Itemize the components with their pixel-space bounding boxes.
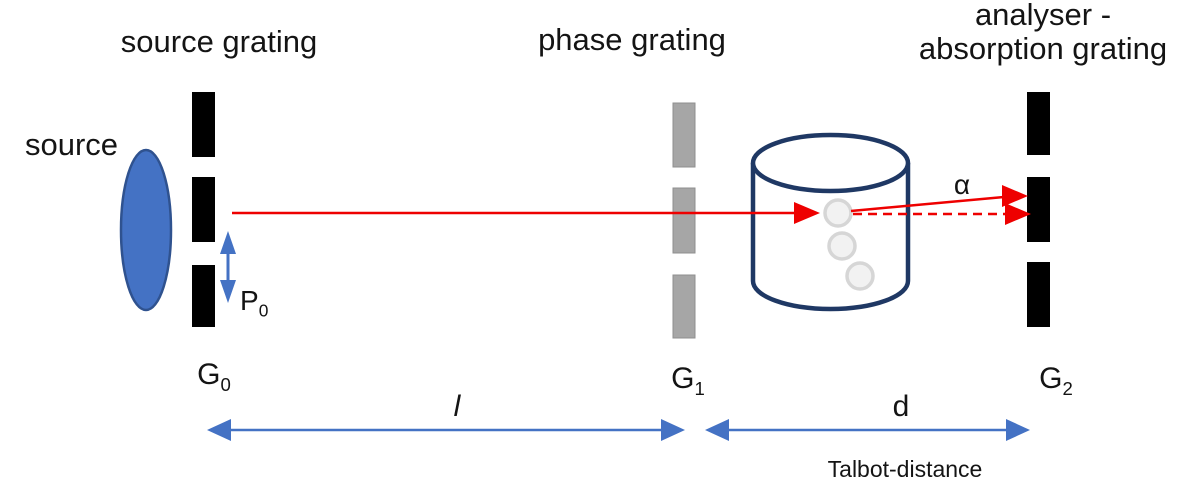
label-alpha: α <box>953 169 971 200</box>
label-p0-sub: 0 <box>258 300 269 321</box>
label-g1: G1 <box>671 362 705 399</box>
label-p0-base: P <box>240 285 259 316</box>
distance-d-arrow <box>705 419 1030 441</box>
grating-bar <box>672 187 696 254</box>
source-ellipse <box>119 148 173 312</box>
grating-bar <box>1027 262 1050 327</box>
xray-beam-arrow <box>232 202 820 224</box>
arrowhead-right <box>1005 203 1031 225</box>
sample-sphere <box>823 198 853 228</box>
grating-bar <box>1027 92 1050 155</box>
grating-bar <box>672 274 696 339</box>
refracted-beam-arrow <box>850 185 1028 213</box>
arrowhead-left <box>705 419 729 441</box>
distance-l-arrow <box>207 419 685 441</box>
grating-bar <box>192 177 215 242</box>
reference-beam-dashed-arrow <box>853 203 1031 225</box>
grating-bar <box>192 265 215 327</box>
grating-g2 <box>1027 92 1050 327</box>
grating-g0 <box>192 92 215 327</box>
title-analyser-line2: absorption grating <box>918 31 1168 66</box>
title-source-grating: source grating <box>120 24 318 59</box>
arrowhead-right <box>794 202 820 224</box>
p0-period-arrow <box>220 231 236 303</box>
label-g2-sub: 2 <box>1062 378 1073 399</box>
arrowhead-up <box>220 231 236 254</box>
label-g2-base: G <box>1039 362 1063 395</box>
label-g0-sub: 0 <box>220 374 231 395</box>
title-phase-grating: phase grating <box>538 22 726 57</box>
label-p0: P0 <box>240 285 268 319</box>
label-g0: G0 <box>197 358 231 395</box>
grating-bar <box>1027 177 1050 242</box>
label-distance-d: d <box>892 390 910 423</box>
sample-sphere <box>845 261 875 291</box>
arrowhead-right <box>661 419 685 441</box>
label-talbot-distance: Talbot-distance <box>827 456 983 480</box>
label-g1-base: G <box>671 362 695 395</box>
label-g0-base: G <box>197 358 221 391</box>
arrowhead-down <box>220 280 236 303</box>
grating-bar <box>672 102 696 168</box>
grating-g1 <box>672 102 696 339</box>
arrowhead-right <box>1006 419 1030 441</box>
title-analyser-line1: analyser - <box>974 0 1112 32</box>
sample-sphere <box>827 231 857 261</box>
arrowhead-left <box>207 419 231 441</box>
label-g2: G2 <box>1039 362 1073 399</box>
label-distance-l: l <box>453 390 461 423</box>
title-analyser-grating: analyser - absorption grating <box>919 0 1167 66</box>
cylinder-top <box>750 132 911 194</box>
label-g1-sub: 1 <box>694 378 705 399</box>
grating-bar <box>192 92 215 157</box>
label-source: source <box>25 127 119 162</box>
arrowhead-right <box>1002 185 1028 207</box>
